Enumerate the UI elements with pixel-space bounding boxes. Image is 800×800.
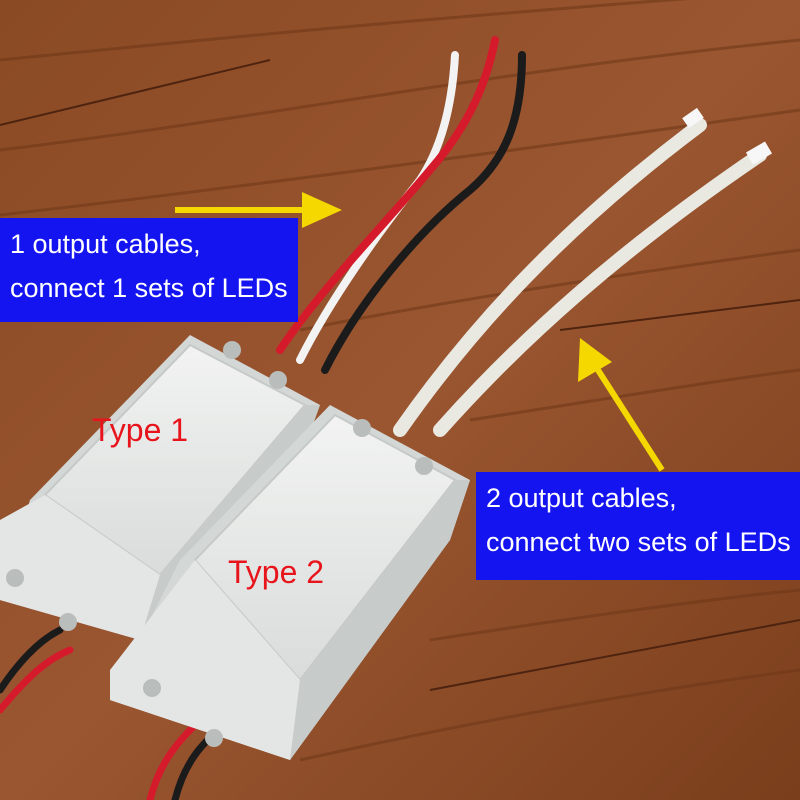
type-2-label: Type 2 <box>228 554 325 590</box>
type2-cables <box>393 107 773 437</box>
callout-one-line1: 1 output cables, <box>10 229 201 259</box>
arrow-to-type2-cables <box>578 338 665 472</box>
type-1-label: Type 1 <box>92 412 189 448</box>
wood-grain <box>0 0 800 762</box>
type2-driver-box <box>110 405 470 760</box>
callout-one-output-cables: 1 output cables, connect 1 sets of LEDs <box>0 218 298 322</box>
arrow-to-type1-wires <box>175 192 342 228</box>
callout-two-output-cables: 2 output cables, connect two sets of LED… <box>476 472 800 580</box>
wood-seams <box>0 59 800 691</box>
callout-two-line2: connect two sets of LEDs <box>486 527 791 557</box>
type1-wires <box>276 36 526 374</box>
callout-two-line1: 2 output cables, <box>486 483 677 513</box>
callout-one-line2: connect 1 sets of LEDs <box>10 273 288 303</box>
